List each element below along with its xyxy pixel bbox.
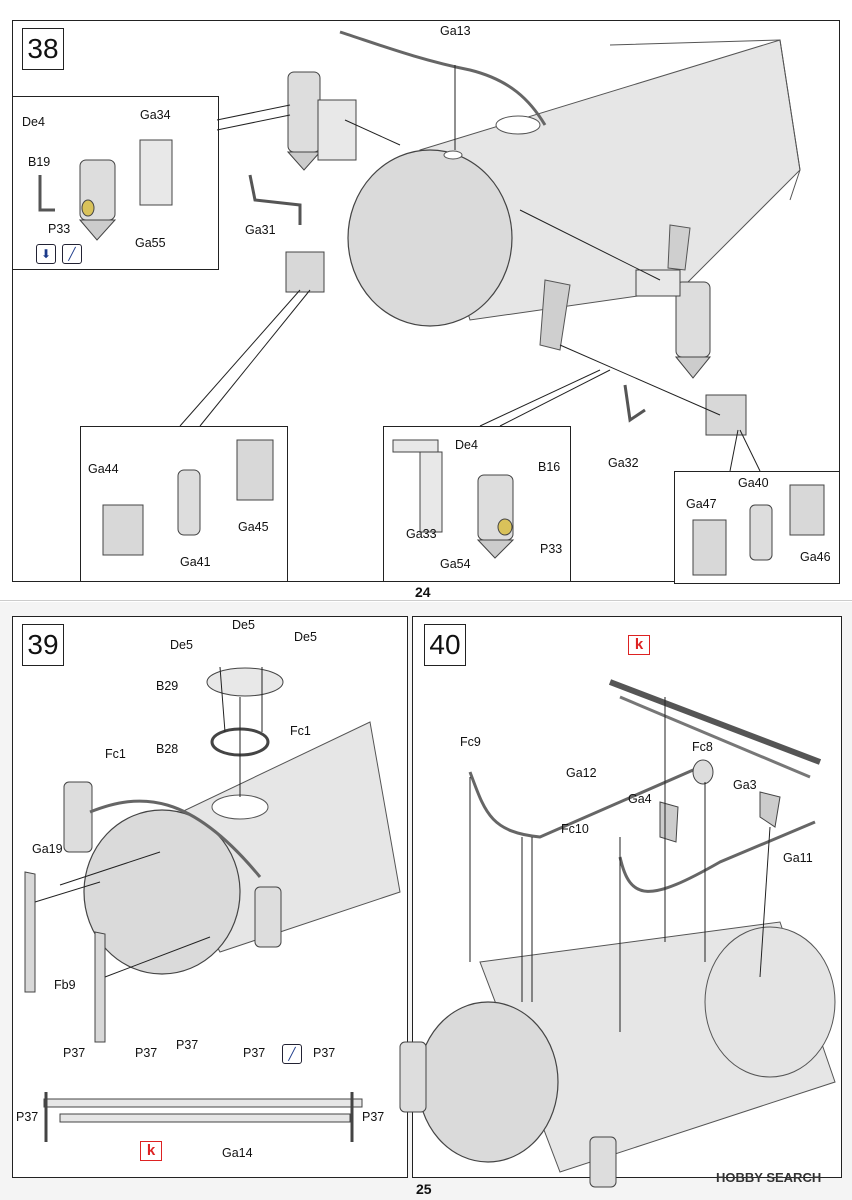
part-k-marker-a: k bbox=[140, 1141, 162, 1161]
label-fb9: Fb9 bbox=[54, 978, 76, 992]
label-ga45: Ga45 bbox=[238, 520, 269, 534]
label-ga41: Ga41 bbox=[180, 555, 211, 569]
label-fc9: Fc9 bbox=[460, 735, 481, 749]
label-ga33: Ga33 bbox=[406, 527, 437, 541]
watermark: HOBBY SEARCH bbox=[716, 1170, 822, 1185]
label-de5-left: De5 bbox=[170, 638, 193, 652]
label-de5-right: De5 bbox=[294, 630, 317, 644]
glue-icon: ╱ bbox=[62, 244, 82, 264]
label-fc1-b: Fc1 bbox=[290, 724, 311, 738]
step-39-number: 39 bbox=[22, 624, 64, 666]
label-ga40: Ga40 bbox=[738, 476, 769, 490]
part-k-marker-b: k bbox=[628, 635, 650, 655]
label-de4-b: De4 bbox=[455, 438, 478, 452]
page-24: 38 bbox=[0, 20, 852, 601]
page-25: 39 40 bbox=[0, 602, 852, 1200]
label-ga44: Ga44 bbox=[88, 462, 119, 476]
label-p37-2: P37 bbox=[135, 1046, 158, 1060]
label-p37-3: P37 bbox=[176, 1038, 199, 1052]
steps-39-40-drawing bbox=[24, 666, 836, 1188]
label-p37-6: P37 bbox=[16, 1110, 39, 1124]
label-de4-a: De4 bbox=[22, 115, 45, 129]
step-38-drawing bbox=[38, 30, 825, 576]
glue-icon: ╱ bbox=[282, 1044, 302, 1064]
label-de5-top: De5 bbox=[232, 618, 255, 632]
label-ga3: Ga3 bbox=[733, 778, 757, 792]
label-fc10: Fc10 bbox=[561, 822, 589, 836]
label-ga32: Ga32 bbox=[608, 456, 639, 470]
label-p37-5: P37 bbox=[313, 1046, 336, 1060]
label-ga12: Ga12 bbox=[566, 766, 597, 780]
label-fc1-a: Fc1 bbox=[105, 747, 126, 761]
label-ga55: Ga55 bbox=[135, 236, 166, 250]
label-fc8: Fc8 bbox=[692, 740, 713, 754]
label-ga31: Ga31 bbox=[245, 223, 276, 237]
label-p37-4: P37 bbox=[243, 1046, 266, 1060]
label-ga19: Ga19 bbox=[32, 842, 63, 856]
page-number-25: 25 bbox=[416, 1181, 432, 1197]
label-ga54: Ga54 bbox=[440, 557, 471, 571]
label-ga34: Ga34 bbox=[140, 108, 171, 122]
page-number-24: 24 bbox=[415, 584, 431, 600]
step-40-number: 40 bbox=[424, 624, 466, 666]
down-arrow-icon: ⬇ bbox=[36, 244, 56, 264]
step-38-number: 38 bbox=[22, 28, 64, 70]
label-ga11: Ga11 bbox=[783, 851, 813, 865]
label-ga46: Ga46 bbox=[800, 550, 831, 564]
label-b28: B28 bbox=[156, 742, 179, 756]
label-p33-b: P33 bbox=[540, 542, 563, 556]
label-p37-1: P37 bbox=[63, 1046, 86, 1060]
label-b16: B16 bbox=[538, 460, 561, 474]
label-p37-7: P37 bbox=[362, 1110, 385, 1124]
label-b29: B29 bbox=[156, 679, 179, 693]
label-p33-a: P33 bbox=[48, 222, 71, 236]
label-ga13: Ga13 bbox=[440, 24, 471, 38]
label-ga47: Ga47 bbox=[686, 497, 717, 511]
label-ga14: Ga14 bbox=[222, 1146, 253, 1160]
label-ga4: Ga4 bbox=[628, 792, 652, 806]
label-b19: B19 bbox=[28, 155, 51, 169]
